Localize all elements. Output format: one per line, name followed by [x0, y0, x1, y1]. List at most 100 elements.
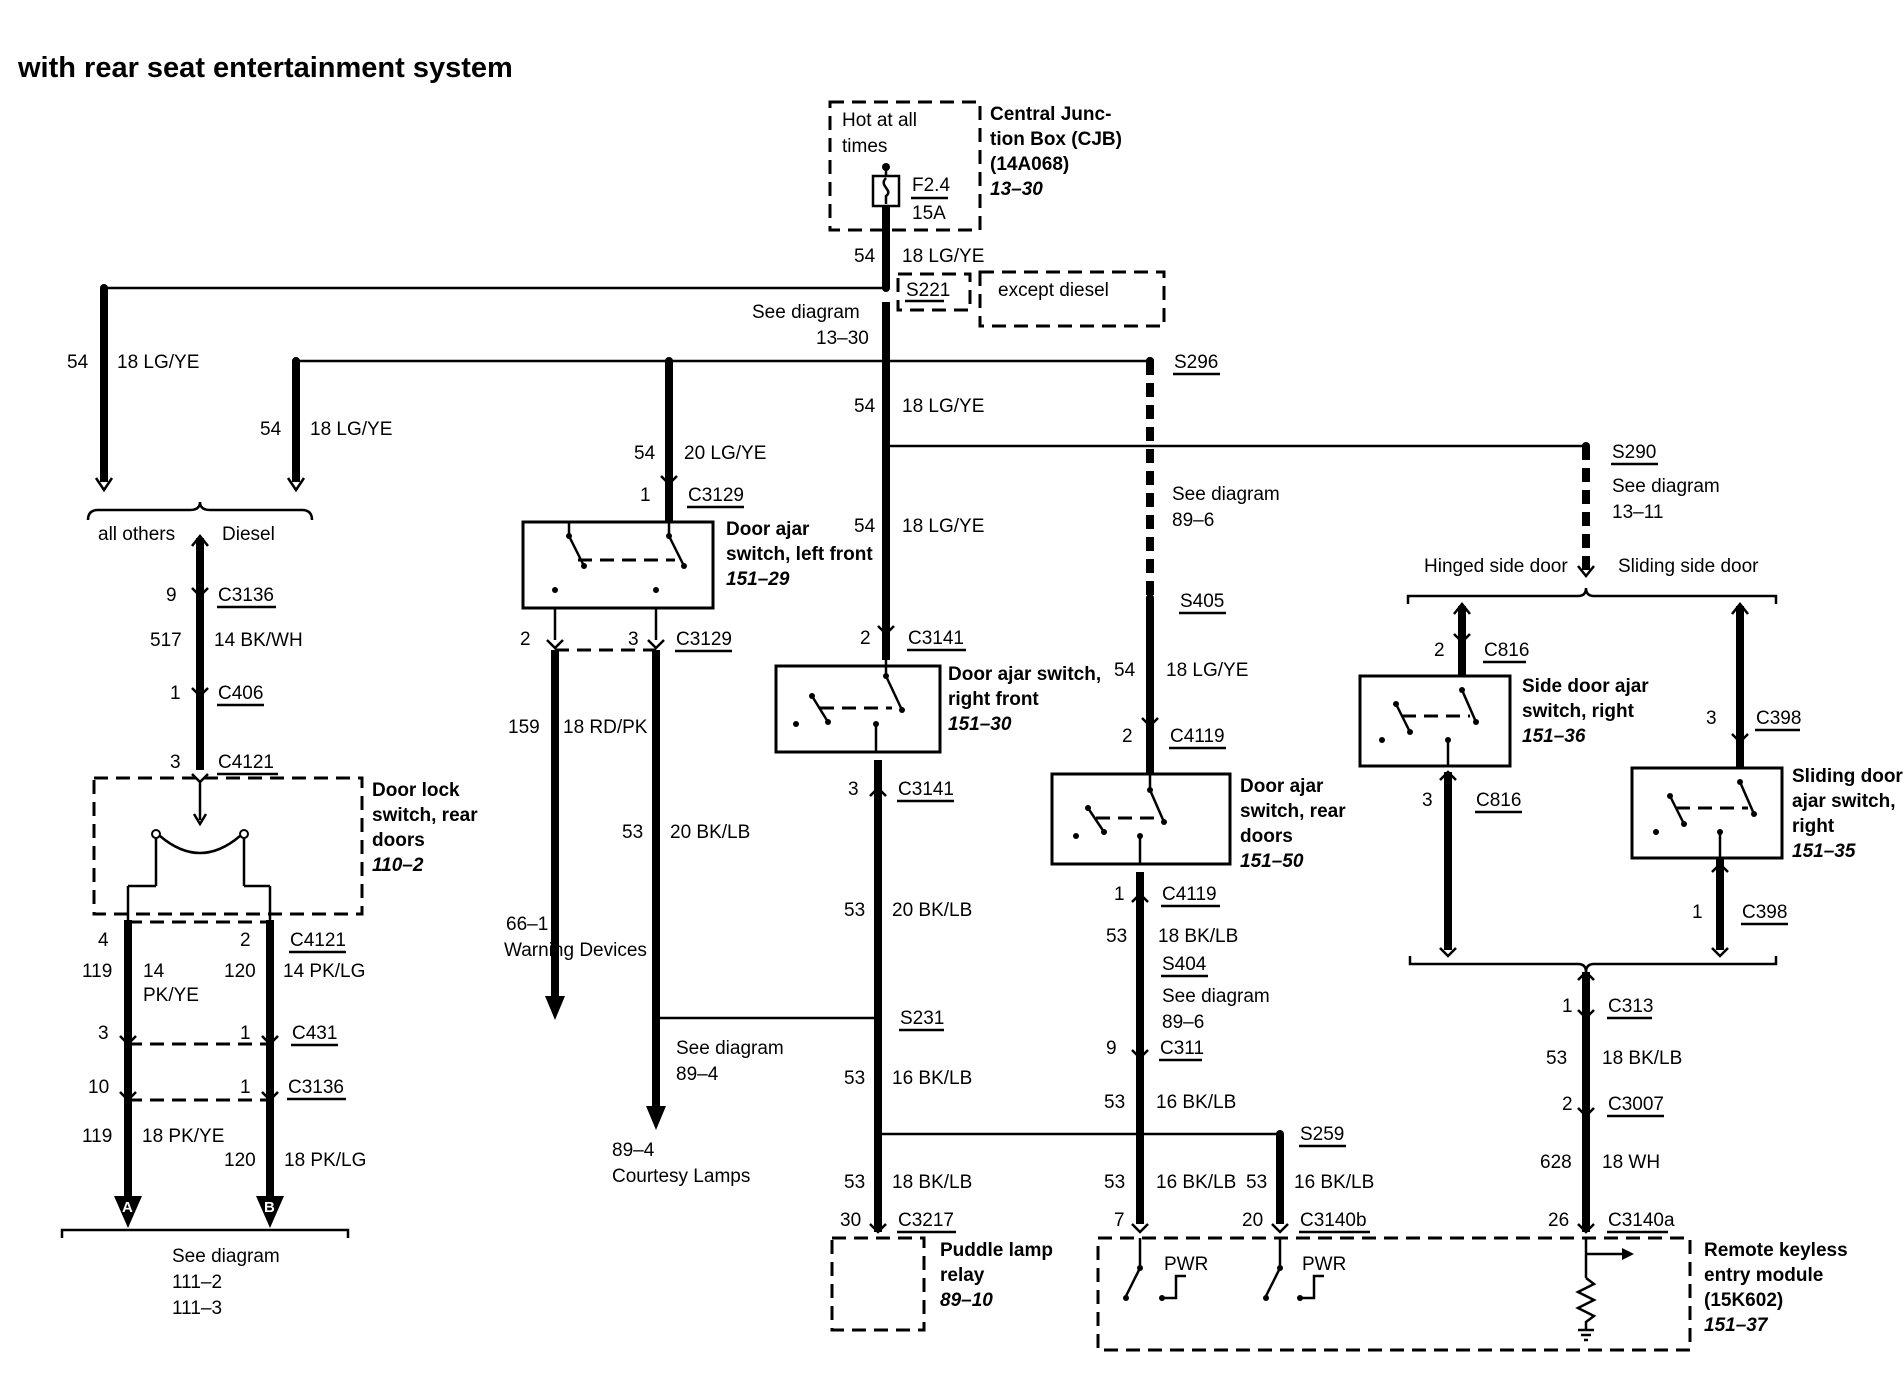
dl-r2-circuit: 120 [224, 1150, 256, 1171]
rear-see1-2: 89–6 [1172, 510, 1214, 531]
sliding-conn: C398 [1756, 708, 1801, 729]
rf-o-circuit: 53 [844, 900, 865, 921]
rear-circuit: 54 [1114, 660, 1136, 681]
arrow-b-label: B [264, 1199, 275, 1216]
dl-r-circuit: 120 [224, 961, 256, 982]
rf-out-pin: 3 [848, 779, 859, 800]
dl-wire: 14 BK/WH [214, 630, 303, 651]
cjb-name-1: Central Junc- [990, 104, 1111, 125]
dl-ref: 110–2 [372, 855, 424, 876]
courtesy-arrow-icon [646, 1106, 666, 1130]
rear-ref: 151–50 [1240, 851, 1304, 872]
splice-s221: S221 [906, 280, 950, 301]
rear-out-pin: 1 [1114, 884, 1125, 905]
dl-name-3: doors [372, 830, 425, 851]
relay-ref: 89–10 [940, 1290, 993, 1311]
fuse-rating: 15A [912, 203, 946, 224]
lf-in-circuit: 54 [634, 443, 656, 464]
rear-b-circuit: 53 [1104, 1092, 1125, 1113]
rf-conn: C3141 [908, 628, 964, 649]
lf-pin: 1 [640, 485, 651, 506]
rear-conn-b: C3140b [1300, 1210, 1367, 1231]
rear-d-circuit: 53 [1104, 1172, 1125, 1193]
sliding-pin: 3 [1706, 708, 1717, 729]
dl-m-pin-r: 1 [240, 1023, 251, 1044]
rear-name-2: switch, rear [1240, 801, 1346, 822]
lf-l-wire: 18 RD/PK [563, 717, 648, 738]
rear-e-wire: 16 BK/LB [1294, 1172, 1374, 1193]
see-13-30-b: 13–30 [816, 328, 869, 349]
hinged-pin: 2 [1434, 640, 1445, 661]
rke-name-1: Remote keyless [1704, 1240, 1848, 1261]
dl-c2: C406 [218, 683, 263, 704]
dl-name-2: switch, rear [372, 805, 478, 826]
hinged-name-1: Side door ajar [1522, 676, 1649, 697]
lf-r-wire: 20 BK/LB [670, 822, 750, 843]
rear-d-wire: 16 BK/LB [1156, 1172, 1236, 1193]
sliding-name-2: ajar switch, [1792, 791, 1896, 812]
except-diesel: except diesel [998, 280, 1109, 301]
lf-warn-2: Warning Devices [504, 940, 647, 961]
dl-see-3: 111–3 [172, 1298, 222, 1319]
left-wire: 18 LG/YE [117, 352, 199, 373]
side-n-conn: C3007 [1608, 1094, 1664, 1115]
lf-ref: 151–29 [726, 569, 790, 590]
lf-warn-1: 66–1 [506, 914, 548, 935]
rf-pin: 2 [860, 628, 871, 649]
variant-all-others: all others [98, 524, 175, 545]
page-title: with rear seat entertainment system [17, 52, 513, 84]
side-n-pin: 2 [1562, 1094, 1573, 1115]
dl-b-pin-r: 1 [240, 1077, 251, 1098]
rear-see2-2: 89–6 [1162, 1012, 1204, 1033]
lf-court-1: 89–4 [612, 1140, 655, 1161]
sliding-ref: 151–35 [1792, 841, 1856, 862]
sliding-name-1: Sliding door [1792, 766, 1903, 787]
arrow-a-label: A [122, 1199, 133, 1216]
puddle-relay-box [830, 1236, 926, 1332]
dl-l2-circuit: 119 [82, 1126, 112, 1147]
dl-c1-pin: 9 [166, 585, 177, 606]
rke-module-box [1096, 1236, 1692, 1352]
rear-conn: C4119 [1170, 726, 1225, 747]
see-13-30-a: See diagram [752, 302, 860, 323]
sliding-name-3: right [1792, 816, 1835, 837]
rear-pin: 2 [1122, 726, 1133, 747]
lf-name-1: Door ajar [726, 519, 810, 540]
rear-o-wire: 18 BK/LB [1158, 926, 1238, 947]
rf-b-circuit: 53 [844, 1068, 865, 1089]
rf-o-wire: 20 BK/LB [892, 900, 972, 921]
rf-feed1-circuit: 54 [854, 396, 876, 417]
dl-b-pin-l: 10 [88, 1077, 109, 1098]
rear-pin7: 7 [1114, 1210, 1125, 1231]
rf-relay-pin: 30 [840, 1210, 861, 1231]
rf-feed2-wire: 18 LG/YE [902, 516, 984, 537]
rf-c-circuit: 53 [844, 1172, 865, 1193]
sliding-out-conn: C398 [1742, 902, 1787, 923]
cjb-ref: 13–30 [990, 179, 1043, 200]
rear-out-conn: C4119 [1162, 884, 1217, 905]
dl-c3-pin: 3 [170, 752, 181, 773]
rf-b-wire: 16 BK/LB [892, 1068, 972, 1089]
lf-name-2: switch, left front [726, 544, 873, 565]
sliding-out-pin: 1 [1692, 902, 1703, 923]
dl-l-wire-2: PK/YE [143, 985, 199, 1006]
arrow-b-icon [256, 1196, 284, 1228]
lf-out-pin-l: 2 [520, 629, 531, 650]
cjb-name-3: (14A068) [990, 154, 1069, 175]
rf-c-wire: 18 BK/LB [892, 1172, 972, 1193]
side-see-2: 13–11 [1612, 502, 1663, 523]
rke-name-2: entry module [1704, 1265, 1823, 1286]
relay-name-1: Puddle lamp [940, 1240, 1053, 1261]
cjb-hot-1: Hot at all [842, 110, 917, 131]
rf-out-conn: C3141 [898, 779, 954, 800]
dl-r-wire: 14 PK/LG [283, 961, 365, 982]
rke-name-3: (15K602) [1704, 1290, 1783, 1311]
lf-in-wire: 20 LG/YE [684, 443, 766, 464]
dl-c1: C3136 [218, 585, 274, 606]
dl-m-pin-l: 3 [98, 1023, 109, 1044]
rear-pin20: 20 [1242, 1210, 1263, 1231]
rf-ref: 151–30 [948, 714, 1012, 735]
dl-l-wire-1: 14 [143, 961, 165, 982]
rear-c-pin: 9 [1106, 1038, 1117, 1059]
